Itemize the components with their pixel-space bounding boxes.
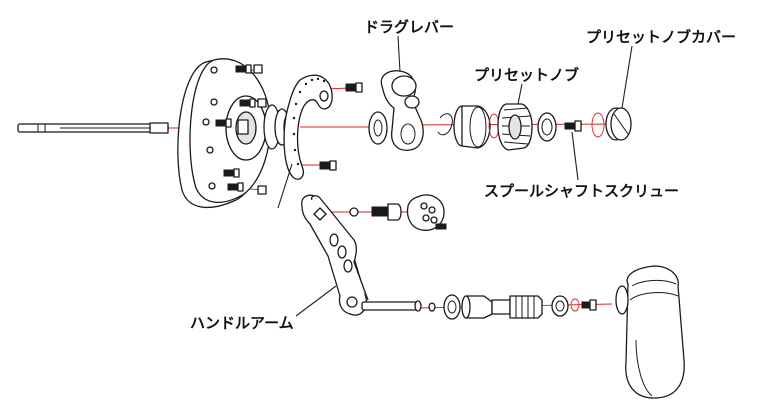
leader-drag-lever [397,35,401,73]
preset-knob [497,103,533,151]
label-preset-knob: プリセットノブ [474,66,579,84]
drag-washer [368,111,388,145]
label-preset-knob-cover: プリセットノブカバー [586,28,736,46]
handle-knob [615,265,685,399]
handle-arm-part [301,194,422,316]
labels: ドラグレバー プリセットノブカバー プリセットノブ スプールシャフトスクリュー … [190,18,736,332]
handle-nut-cap [406,194,445,231]
side-plate [177,58,271,209]
handle-screw [349,203,402,221]
label-drag-lever: ドラグレバー [364,18,454,36]
cover-screws [215,64,267,195]
cover-oring [591,112,605,138]
label-handle-arm: ハンドルアーム [190,314,294,332]
spool-shaft-screw-part [564,120,582,132]
label-spool-shaft-screw: スプールシャフトスクリュー [484,182,679,200]
handle-cap-screw [435,223,447,230]
preset-knob-ring [537,112,557,142]
spring-ring [437,113,453,136]
leader-preset-knob [517,83,523,105]
leader-handle-arm [295,285,337,317]
handle-knob-parts [428,294,597,320]
leader-frame [277,163,293,209]
leader-spool-shaft-screw [571,131,579,181]
ratchet-screws [319,82,363,171]
leader-lines [277,35,633,317]
preset-knob-collar [453,105,491,149]
preset-knob-cover [605,107,632,141]
drag-lever [380,70,424,151]
main-shaft [17,122,169,134]
click-ring [283,74,333,180]
leader-preset-knob-cover [621,45,633,109]
